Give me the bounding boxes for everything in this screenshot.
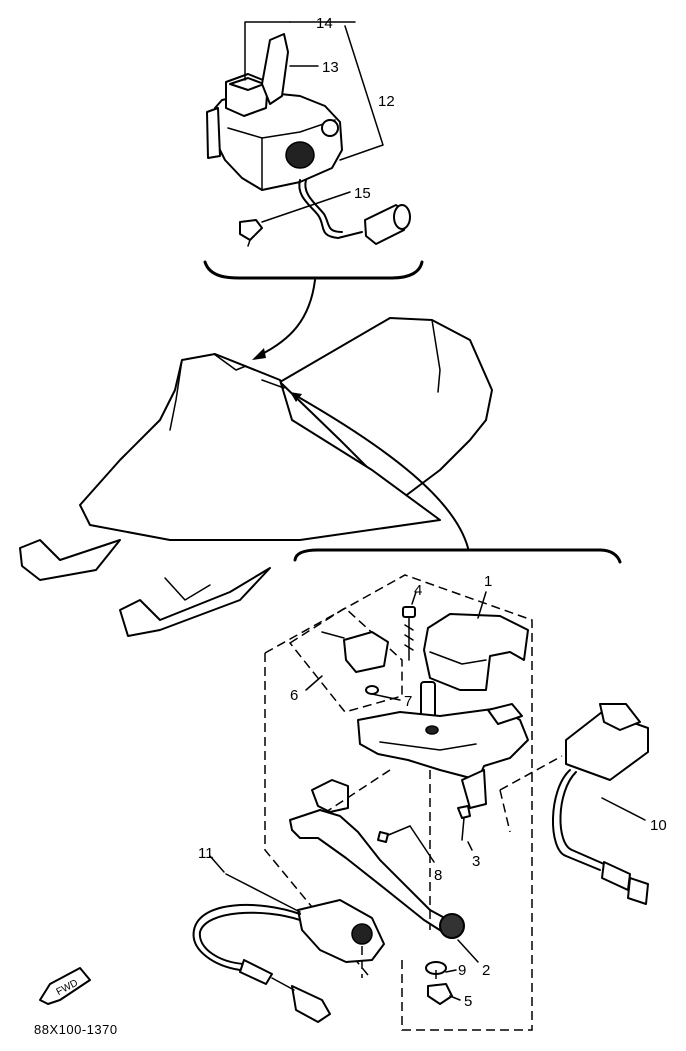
callout-15: 15 <box>354 185 371 202</box>
callout-4: 4 <box>414 582 422 599</box>
callout-12: 12 <box>378 93 395 110</box>
brake-lever-assembly <box>192 574 649 1031</box>
callout-13: 13 <box>322 59 339 76</box>
top-callout-leaders <box>203 21 424 360</box>
drawing-code: 88X100-1370 <box>34 1022 118 1037</box>
callout-11: 11 <box>198 845 214 862</box>
callout-9: 9 <box>458 962 466 979</box>
callout-3: 3 <box>472 853 480 870</box>
callout-1: 1 <box>484 573 492 590</box>
callout-numbers: 1 2 3 4 5 6 7 8 9 10 11 12 13 14 15 <box>198 15 667 1010</box>
callout-2: 2 <box>482 962 490 979</box>
callout-5: 5 <box>464 993 472 1010</box>
forward-direction-marker: FWD <box>39 967 91 1005</box>
callout-14: 14 <box>316 15 333 32</box>
snowmobile-illustration <box>19 317 622 637</box>
switch-housing-assembly <box>206 33 411 247</box>
callout-8: 8 <box>434 867 442 884</box>
callout-10: 10 <box>650 817 667 834</box>
callout-7: 7 <box>404 693 412 710</box>
callout-6: 6 <box>290 687 298 704</box>
